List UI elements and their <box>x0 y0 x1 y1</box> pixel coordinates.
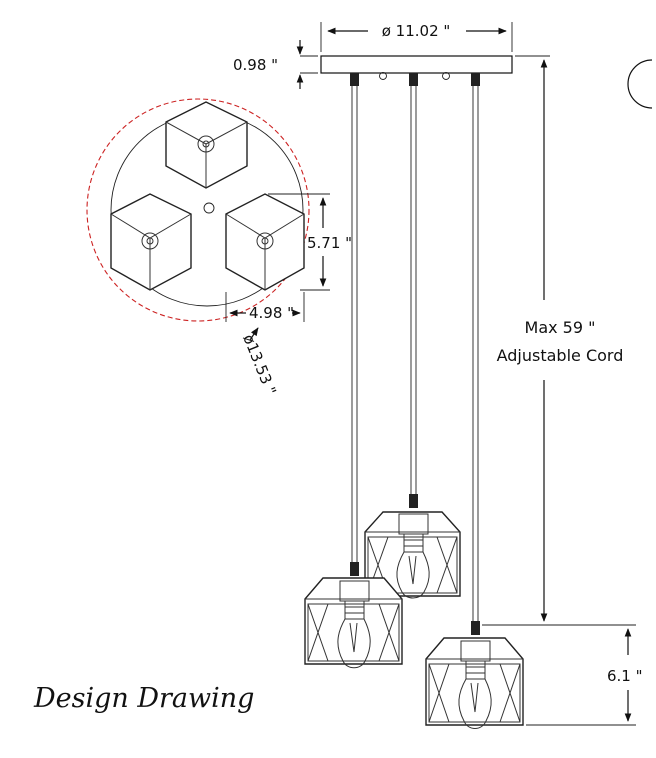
pendant-right <box>425 621 524 729</box>
canopy-thickness-dimension <box>296 40 318 89</box>
top-view-shade-1 <box>165 101 248 189</box>
drawing-title: Design Drawing <box>33 683 254 714</box>
cord-length-dimension <box>515 55 550 626</box>
shade-height-label: 5.71 " <box>307 234 352 252</box>
cord-note-label: Adjustable Cord <box>497 346 624 365</box>
canopy-thickness-label: 0.98 " <box>233 56 278 74</box>
pendant-height-dimension <box>482 624 636 726</box>
top-view-shade-3 <box>225 193 305 291</box>
canopy-width-dimension <box>320 22 513 52</box>
cords <box>351 86 479 625</box>
canopy <box>320 55 513 86</box>
top-view <box>86 98 310 322</box>
edge-shape <box>627 59 653 109</box>
shade-width-dimension <box>225 292 305 322</box>
canopy-diameter-label: ø 11.02 " <box>382 22 451 40</box>
cluster-diameter-leader <box>249 327 259 341</box>
shade-height-dimension <box>268 193 330 291</box>
top-view-shade-2 <box>110 193 192 291</box>
cluster-diameter-circle <box>86 98 310 322</box>
pendant-left <box>304 562 403 669</box>
cluster-diameter-label: ø13.53 " <box>239 332 280 398</box>
pendant-middle <box>364 494 461 599</box>
pendant-height-label: 6.1 " <box>607 667 643 685</box>
shade-width-label: 4.98 " <box>249 304 294 322</box>
cord-max-label: Max 59 " <box>525 318 596 337</box>
